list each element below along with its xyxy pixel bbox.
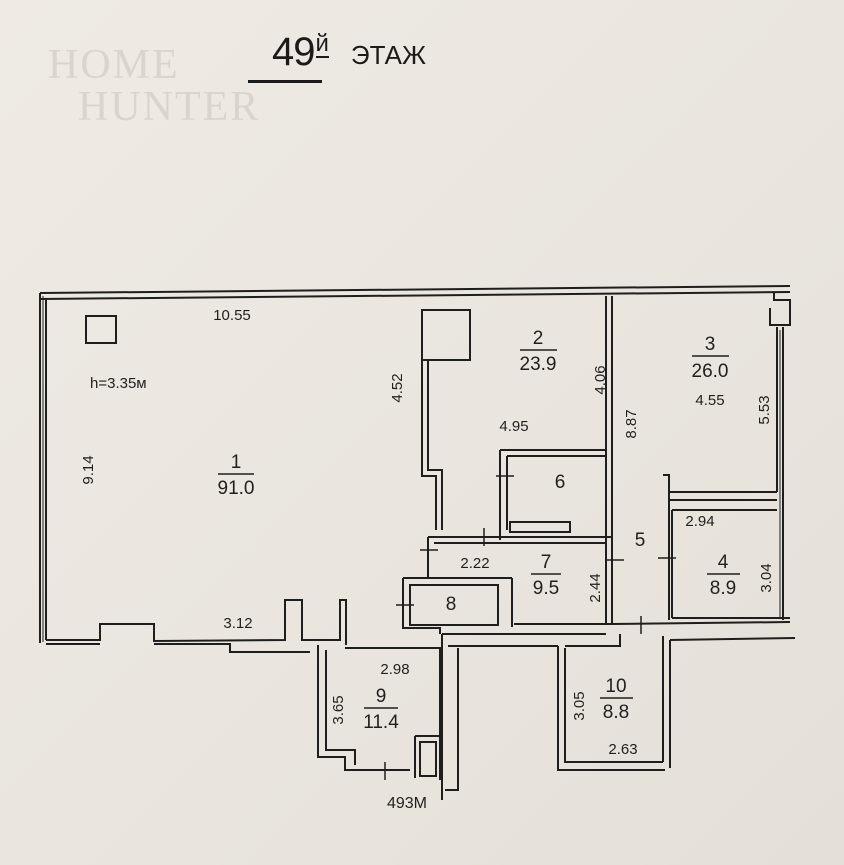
room-10-number: 10 <box>605 676 626 697</box>
dim-3-12: 3.12 <box>223 615 252 632</box>
floor-number: 49 <box>272 30 315 74</box>
room-4-label: 4 8.9 <box>707 552 740 599</box>
floor-suffix: й <box>315 30 329 58</box>
watermark-line2: HUNTER <box>78 84 261 130</box>
room-4-area: 8.9 <box>710 578 736 599</box>
dim-2-44: 2.44 <box>587 573 604 602</box>
floor-title: 49 й ЭТАЖ <box>272 30 426 75</box>
dim-2-94: 2.94 <box>685 513 714 530</box>
room-2-area: 23.9 <box>520 354 557 375</box>
dim-2-63: 2.63 <box>608 741 637 758</box>
dim-9-14: 9.14 <box>80 455 97 484</box>
door-marks <box>384 475 676 780</box>
room-3-label: 3 26.0 <box>692 334 729 382</box>
room-10-area: 8.8 <box>603 702 629 723</box>
dim-3-05: 3.05 <box>571 691 588 720</box>
room-9-label: 9 11.4 <box>363 686 399 733</box>
dim-5-53: 5.53 <box>756 395 773 424</box>
watermark-logo: HOME HUNTER <box>48 44 260 128</box>
room-7-label: 7 9.5 <box>531 552 561 599</box>
dim-4-55: 4.55 <box>695 392 724 409</box>
dim-3-04: 3.04 <box>758 563 775 592</box>
room-1-number: 1 <box>231 452 242 473</box>
room-2-number: 2 <box>533 328 544 349</box>
dim-4-06: 4.06 <box>592 365 609 394</box>
floor-underline <box>248 80 322 83</box>
room-3-number: 3 <box>705 334 716 355</box>
room-2-label: 2 23.9 <box>520 328 557 375</box>
dimension-labels: 10.55 h=3.35м 9.14 4.52 3.12 4.06 4.95 8… <box>80 307 775 812</box>
dim-10-55: 10.55 <box>213 307 251 324</box>
dim-3-65: 3.65 <box>330 695 347 724</box>
vent-shaft-icon <box>85 315 117 344</box>
dim-2-22: 2.22 <box>460 555 489 572</box>
wall-hatching <box>42 296 781 642</box>
room-4-number: 4 <box>718 552 729 573</box>
room-5-number: 5 <box>635 530 646 551</box>
room-6-number: 6 <box>555 472 566 493</box>
ceiling-height: h=3.35м <box>90 375 147 392</box>
elevation-mark: 493М <box>387 795 427 812</box>
dim-8-87: 8.87 <box>623 409 640 438</box>
room-8-number: 8 <box>446 594 457 615</box>
room-9-number: 9 <box>376 686 387 707</box>
room-7-area: 9.5 <box>533 578 559 599</box>
dim-4-52: 4.52 <box>389 373 406 402</box>
room-10-label: 10 8.8 <box>600 676 633 723</box>
room-3-area: 26.0 <box>692 361 729 382</box>
dim-4-95: 4.95 <box>499 418 528 435</box>
room-1-area: 91.0 <box>218 478 255 499</box>
room-1-label: 1 91.0 <box>218 452 255 499</box>
walls <box>39 285 796 800</box>
floor-word: ЭТАЖ <box>350 40 426 70</box>
room-7-number: 7 <box>541 552 552 573</box>
dim-2-98: 2.98 <box>380 661 409 678</box>
room-9-area: 11.4 <box>363 712 399 733</box>
room-labels: 1 91.0 2 23.9 3 26.0 4 8.9 5 6 7 9.5 8 9 <box>218 328 740 733</box>
watermark-line1: HOME <box>48 42 180 88</box>
